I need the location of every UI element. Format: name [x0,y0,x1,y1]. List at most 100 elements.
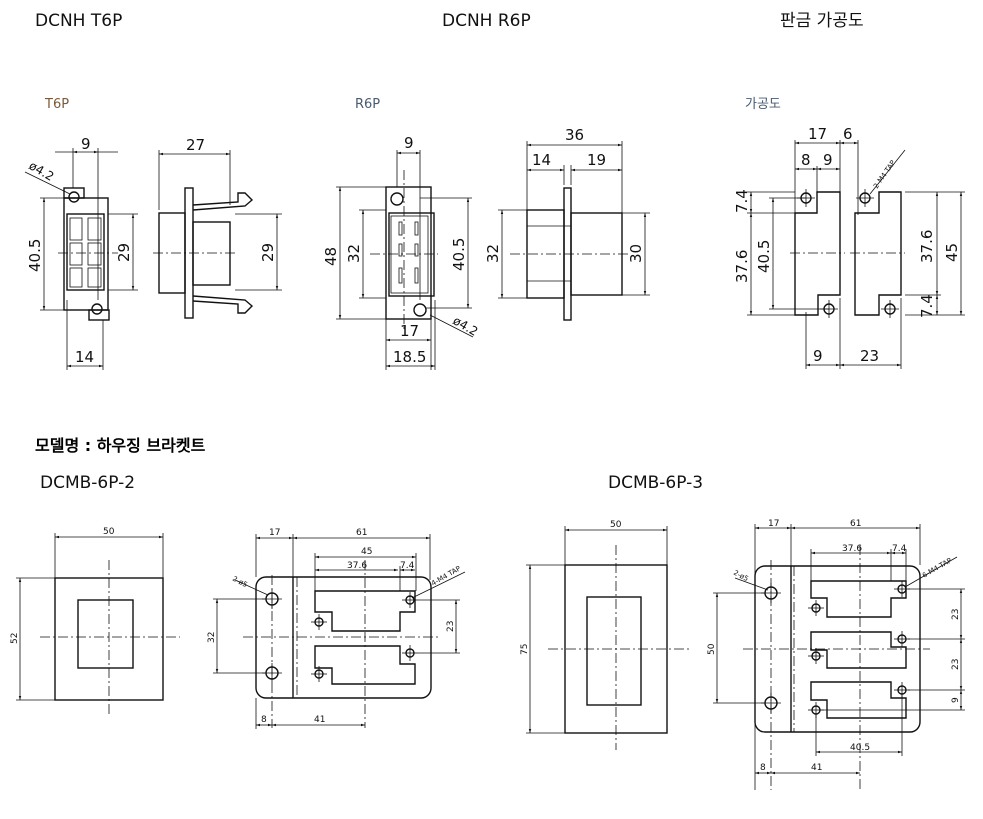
dim: 36 [565,126,584,144]
dim: 45 [361,547,372,557]
dim: 32 [207,632,217,643]
dim: 9 [823,151,833,169]
dim: 23 [860,347,879,365]
title-dcnh-r6p: DCNH R6P [442,11,531,31]
dim: 17 [400,322,419,340]
dim: 9 [404,134,414,152]
outline [192,221,231,286]
t6p-dimensions: 9 ø4.2 40.5 29 14 27 29 [26,135,277,366]
processing-dimensions: 17 6 8 9 7.4 37.6 40.5 2-M4 TAP 37.6 45 … [733,125,961,365]
outline [66,213,105,291]
dim: 6 [843,125,853,143]
dim: 40.5 [850,743,870,753]
outline [390,215,429,294]
dim: 37.6 [842,544,862,554]
hole-note: 2-ø5 [732,569,750,583]
dim: 9 [813,347,823,365]
dim: 29 [259,243,277,262]
drawing-line [234,579,269,596]
dim: 45 [943,243,961,262]
outline [794,191,841,316]
outline [398,221,403,236]
outline [854,191,902,316]
tap-note: 2-M4 TAP [872,159,897,190]
dim: ø4.2 [451,313,481,338]
drawing-line [429,314,474,338]
outline [87,217,102,241]
title-dcmb-6p-3: DCMB-6P-3 [608,473,703,493]
dim: 48 [322,247,340,266]
dim: 19 [587,151,606,169]
dim: 50 [610,520,622,530]
dim: 14 [75,348,94,366]
drawing-line [904,556,958,588]
outline [69,267,83,288]
dim: 37.6 [918,230,936,263]
hole-icon [390,192,404,206]
label-t6p: T6P [44,97,69,112]
outline [414,221,419,236]
outline [810,631,907,669]
hole-icon [413,303,427,317]
outline [388,212,435,297]
dim: 40.5 [26,239,44,272]
dim: 30 [627,244,645,263]
dim: 32 [484,244,502,263]
dim: 40.5 [755,240,773,273]
outline [398,243,403,257]
hole-icon [91,303,103,315]
dim: 17 [808,125,827,143]
outline [77,599,134,669]
outline [192,192,254,211]
dim: 37.6 [347,561,367,571]
dim: 9 [951,697,961,703]
dim: 14 [532,151,551,169]
dcmb-6p-3-dimensions: 50 75 17 61 37.6 7.4 2-ø5 6-M4 TAP 50 23… [520,519,961,773]
title-processing: 판금 가공도 [780,11,864,31]
dim: 41 [314,715,325,725]
r6p-dimensions: 9 48 32 40.5 17 18.5 ø4.2 36 14 19 32 30 [322,126,645,366]
dim: 75 [520,644,530,655]
outline [810,681,907,719]
dim: 8 [801,151,811,169]
drawing-line [734,577,769,591]
outline [87,267,102,288]
dim: 18.5 [393,348,426,366]
title-dcnh-t6p: DCNH T6P [35,11,122,31]
dim: 17 [269,528,280,538]
outline [586,596,642,706]
dim: 32 [345,244,363,263]
outline [192,295,254,314]
dim: 41 [811,763,822,773]
dim: 7.4 [400,561,415,571]
outline [314,645,416,685]
dim: 27 [186,136,205,154]
label-r6p: R6P [355,97,380,112]
dim: 23 [951,659,961,670]
model-heading: 모델명 : 하우징 브라켓트 [35,436,206,455]
dim: 50 [707,643,717,655]
dim: 37.6 [733,250,751,283]
dim: 7.4 [892,544,907,554]
dim: 29 [115,243,133,262]
dim: 61 [850,519,861,529]
label-processing: 가공도 [745,97,781,112]
outline [255,576,432,699]
dim: 8 [760,763,766,773]
drawing-line [411,571,466,599]
dim: 61 [356,528,367,538]
dim: 40.5 [450,238,468,271]
outline [63,187,85,199]
dim: 23 [446,621,456,632]
drawing-geometry [16,140,965,790]
title-dcmb-6p-2: DCMB-6P-2 [40,473,135,493]
drawing-line [869,149,906,195]
outline [810,580,907,618]
outline [398,267,403,284]
outline [63,197,109,311]
hole-note: 2-ø5 [231,575,249,589]
dim: 52 [10,633,20,644]
dim: 17 [768,519,779,529]
dim: 50 [103,527,115,537]
